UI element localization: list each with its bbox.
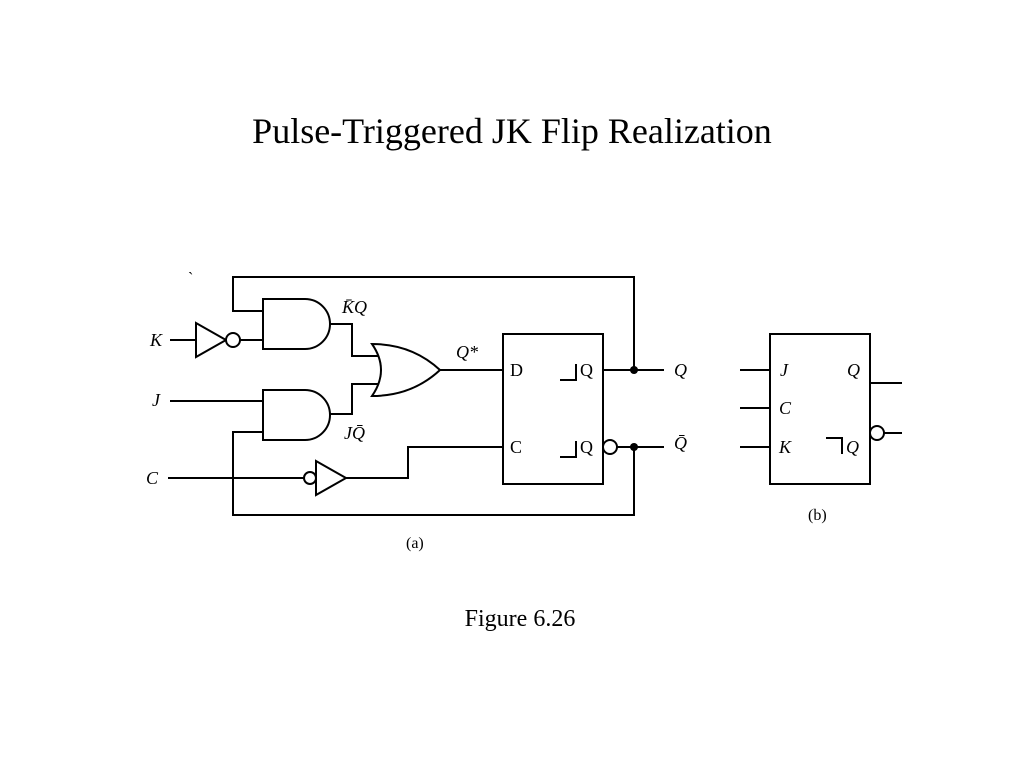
or-gate bbox=[370, 342, 442, 398]
ff-qbar-pin-label: Q bbox=[580, 437, 593, 457]
figure-caption: Figure 6.26 bbox=[464, 606, 576, 632]
pulse-symbol-qbar bbox=[560, 441, 577, 458]
clock-buffer-bubble bbox=[303, 471, 317, 485]
j-qbar-label: JQ̄ bbox=[344, 423, 365, 443]
j-input-label: J bbox=[152, 390, 161, 410]
k-inverter-gate bbox=[195, 321, 229, 359]
and-gate-top bbox=[262, 298, 331, 350]
qbar-pin-bubble bbox=[869, 425, 885, 441]
clock-buffer-gate bbox=[315, 459, 349, 497]
diagram-a: ` K J C K̄Q JQ̄ Q* D C Q Q Q Q̄ (a) bbox=[146, 270, 687, 552]
feedback-wire-q bbox=[232, 276, 635, 370]
pin-j-label: J bbox=[780, 360, 789, 380]
k-input-label: K bbox=[149, 330, 163, 350]
feedback-wire-qbar bbox=[232, 431, 635, 516]
pulse-symbol-b bbox=[826, 437, 843, 454]
kbar-q-label: K̄Q bbox=[341, 297, 367, 317]
pin-q-label: Q bbox=[847, 360, 860, 380]
d-flip-flop-box bbox=[502, 333, 604, 485]
page-title: Pulse-Triggered JK Flip Realization bbox=[252, 111, 772, 151]
pulse-symbol-q bbox=[560, 364, 577, 381]
jk-flip-flop-symbol-box bbox=[769, 333, 871, 485]
qbar-output-label: Q̄ bbox=[674, 433, 687, 453]
pin-qbar-label: Q bbox=[846, 437, 859, 457]
and-bottom-to-or-wire bbox=[330, 383, 380, 415]
q-star-label: Q* bbox=[456, 342, 478, 362]
diagram-b-label: (b) bbox=[808, 507, 827, 524]
and-gate-bottom bbox=[262, 389, 331, 441]
qbar-output-bubble bbox=[602, 439, 618, 455]
k-inverter-bubble bbox=[225, 332, 241, 348]
diagram-b: J C K Q Q (b) bbox=[740, 333, 902, 524]
pin-c-label: C bbox=[779, 398, 792, 418]
c-input-label: C bbox=[146, 468, 159, 488]
junction-dot-qbar bbox=[630, 443, 638, 451]
clock-buffer-to-c-wire bbox=[346, 446, 503, 479]
and-top-to-or-wire bbox=[330, 323, 380, 357]
q-output-label: Q bbox=[674, 360, 687, 380]
junction-dot-q bbox=[630, 366, 638, 374]
ff-c-pin-label: C bbox=[510, 437, 522, 457]
ff-q-pin-label: Q bbox=[580, 360, 593, 380]
pin-k-label: K bbox=[778, 437, 792, 457]
ff-d-pin-label: D bbox=[510, 360, 523, 380]
stray-mark: ` bbox=[188, 270, 193, 287]
diagram-a-label: (a) bbox=[406, 535, 424, 552]
